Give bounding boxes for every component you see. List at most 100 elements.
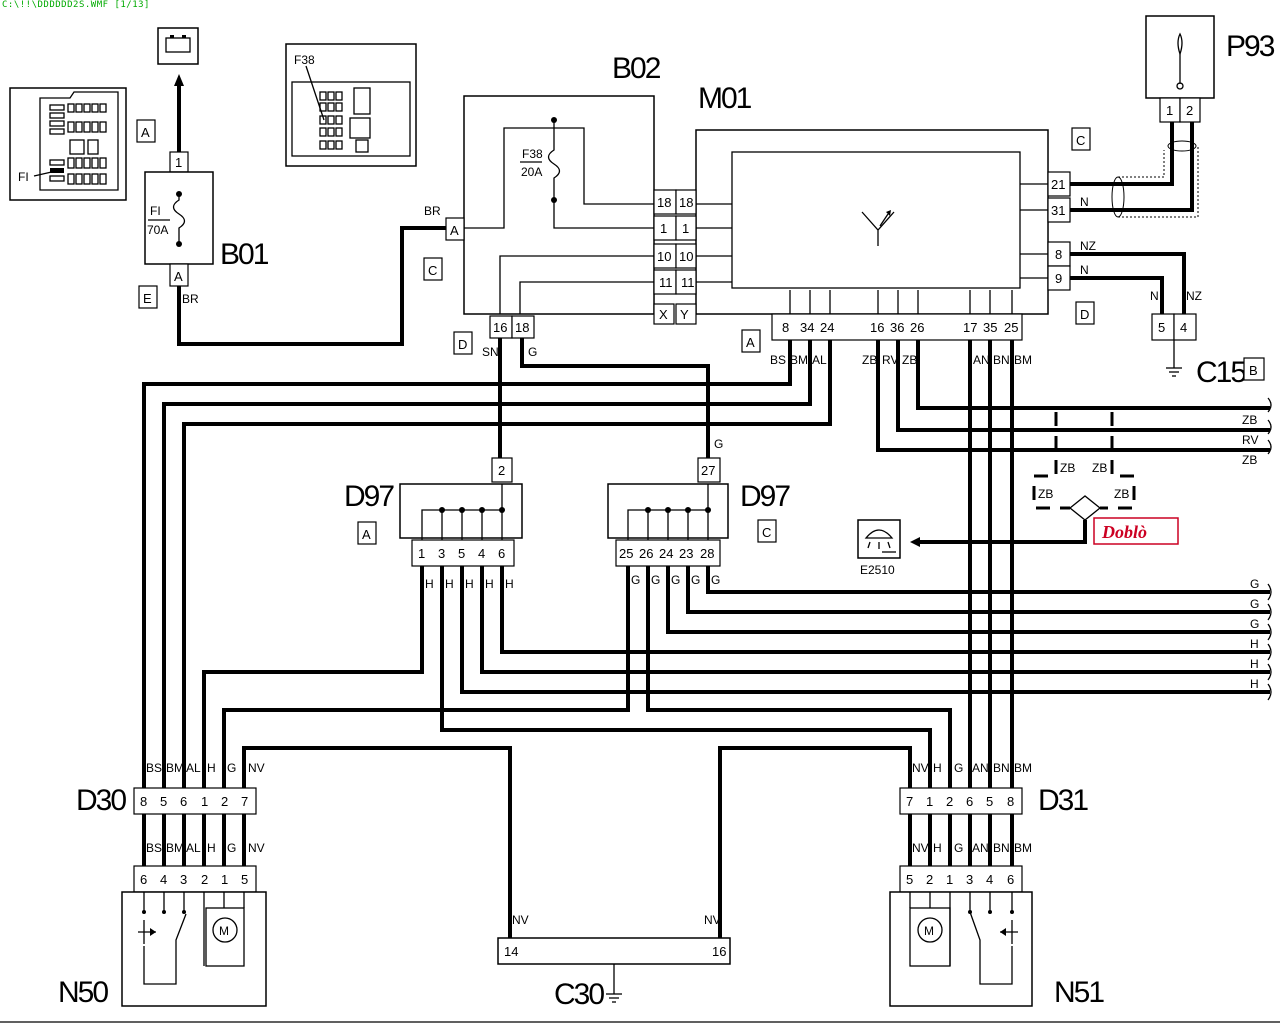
d31-pin-2: 2: [946, 794, 953, 809]
letter-d-m01: D: [1080, 307, 1089, 322]
m01-pin-25: 25: [1004, 320, 1018, 335]
letter-a-b01: A: [141, 125, 150, 140]
component-n51: 5 2 1 3 4 6 M N51: [889, 865, 1106, 1009]
f38-fusebox-overview: F38: [285, 43, 417, 167]
d97c-pin-26: 26: [639, 546, 653, 561]
wire-rv-m01: RV: [882, 353, 898, 367]
wire-g-d30b: G: [227, 841, 236, 855]
d97c-label: D97: [740, 480, 790, 513]
component-d97-c: 27 25 26 24 23 28 D97: [607, 457, 792, 567]
wire-h-d97a-3: H: [445, 577, 454, 591]
d97c-pin-27: 27: [701, 463, 715, 478]
wire-g-d97c-25: G: [631, 573, 640, 587]
battery-icon: [165, 35, 191, 53]
component-d31: D31 NV H G AN BN BM 7 1 2 6 5 8 NV H G A…: [899, 761, 1090, 866]
c30-label: C30: [554, 978, 604, 1011]
m01-pin-8r: 8: [1055, 247, 1062, 262]
m01-pin-9: 9: [1055, 271, 1062, 286]
n51-pin-2: 2: [926, 872, 933, 887]
wire-h-d30: H: [207, 761, 216, 775]
d97c-pin-28: 28: [700, 546, 714, 561]
wire-br-b01: BR: [182, 292, 199, 306]
m01-pin-11: 11: [681, 275, 695, 290]
wire-h-d30b: H: [207, 841, 216, 855]
fusebox-icon: [319, 87, 371, 153]
component-d30: D30 BS BM AL H G NV 8 5 6 1 2 7 BS BM AL…: [76, 761, 265, 866]
letter-e-b01: E: [143, 291, 152, 306]
wire-nv-c30a: NV: [512, 913, 529, 927]
b01-fuse-name: FI: [150, 204, 161, 218]
wire-g-d97c-24: G: [671, 573, 680, 587]
wire-n-c15: N: [1150, 289, 1159, 303]
wire-bn-d31b: BN: [993, 841, 1010, 855]
wire-nv-d31b: NV: [912, 841, 929, 855]
b02-fuse-name: F38: [522, 147, 543, 161]
letter-a-d97: A: [362, 527, 371, 542]
fusebox-icon: [49, 103, 107, 185]
c15-pin-5: 5: [1158, 320, 1165, 335]
d97a-pin-4: 4: [478, 546, 485, 561]
wire-zb-dashed3: ZB: [1038, 487, 1053, 501]
wire-al-d30b: AL: [186, 841, 201, 855]
p93-pin-1: 1: [1166, 103, 1173, 118]
m01-pin-34: 34: [800, 320, 814, 335]
m01-pin-36: 36: [890, 320, 904, 335]
m01-pin-26: 26: [910, 320, 924, 335]
wire-zb2-m01: ZB: [902, 353, 917, 367]
d97c-pin-23: 23: [679, 546, 693, 561]
d97c-pin-25: 25: [619, 546, 633, 561]
wire-bs-d30b: BS: [146, 841, 162, 855]
wire-g-d97c-28: G: [711, 573, 720, 587]
ground-icon: [1166, 367, 1182, 377]
b02-pin-18b: 18: [515, 320, 529, 335]
b01-pin-a: A: [174, 269, 183, 284]
wire-n-m01: N: [1080, 263, 1089, 277]
wire-h-bus-3: H: [1250, 677, 1259, 691]
letter-c-m01: C: [1076, 133, 1085, 148]
c15-pin-4: 4: [1180, 320, 1187, 335]
wire-zb-dashed1: ZB: [1060, 461, 1075, 475]
motor-icon: M: [909, 892, 951, 967]
d31-pin-8: 8: [1007, 794, 1014, 809]
wire-h-bus-1: H: [1250, 637, 1259, 651]
b01-pin-1: 1: [175, 155, 182, 170]
m01-pin-y: Y: [680, 307, 689, 322]
d30-pin-6: 6: [180, 794, 187, 809]
wire-nz-m01: NZ: [1080, 239, 1096, 253]
component-e2510: E2510: [857, 519, 901, 577]
wire-g-d97c-23: G: [691, 573, 700, 587]
d30-label: D30: [76, 784, 126, 817]
b02-pin-16: 16: [493, 320, 507, 335]
d30-pin-1: 1: [201, 794, 208, 809]
d97a-pin-3: 3: [438, 546, 445, 561]
component-d97-a: 2 1 3 5 4 6 D97: [344, 457, 523, 567]
b02-pin-x: X: [659, 307, 668, 322]
wire-h-bus-2: H: [1250, 657, 1259, 671]
d97c-pin-24: 24: [659, 546, 673, 561]
wire-g-d97c: G: [714, 437, 723, 451]
d97a-label: D97: [344, 480, 394, 513]
wire-an-d31b: AN: [972, 841, 989, 855]
wire-bn-d31: BN: [993, 761, 1010, 775]
f38-label: F38: [294, 53, 315, 67]
d31-pin-6: 6: [966, 794, 973, 809]
b02-pin-10: 10: [657, 249, 671, 264]
wire-al-m01: AL: [812, 353, 827, 367]
n51-pin-1: 1: [946, 872, 953, 887]
wire-bm-d31: BM: [1014, 761, 1032, 775]
wire-br-b02: BR: [424, 204, 441, 218]
d97a-pin-6: 6: [498, 546, 505, 561]
wire-zb-dashed2: ZB: [1092, 461, 1107, 475]
e2510-label: E2510: [860, 563, 895, 577]
wire-bm-d30b: BM: [166, 841, 184, 855]
wire-h-d97a-5: H: [465, 577, 474, 591]
b01-fuse-rating: 70A: [147, 223, 168, 237]
m01-pin-24: 24: [820, 320, 834, 335]
wire-bs-d30: BS: [146, 761, 162, 775]
wire-nv-d31: NV: [912, 761, 929, 775]
d97a-pin-1: 1: [418, 546, 425, 561]
b02-pin-11: 11: [659, 275, 673, 290]
m01-pin-35: 35: [983, 320, 997, 335]
n50-pin-1: 1: [221, 872, 228, 887]
